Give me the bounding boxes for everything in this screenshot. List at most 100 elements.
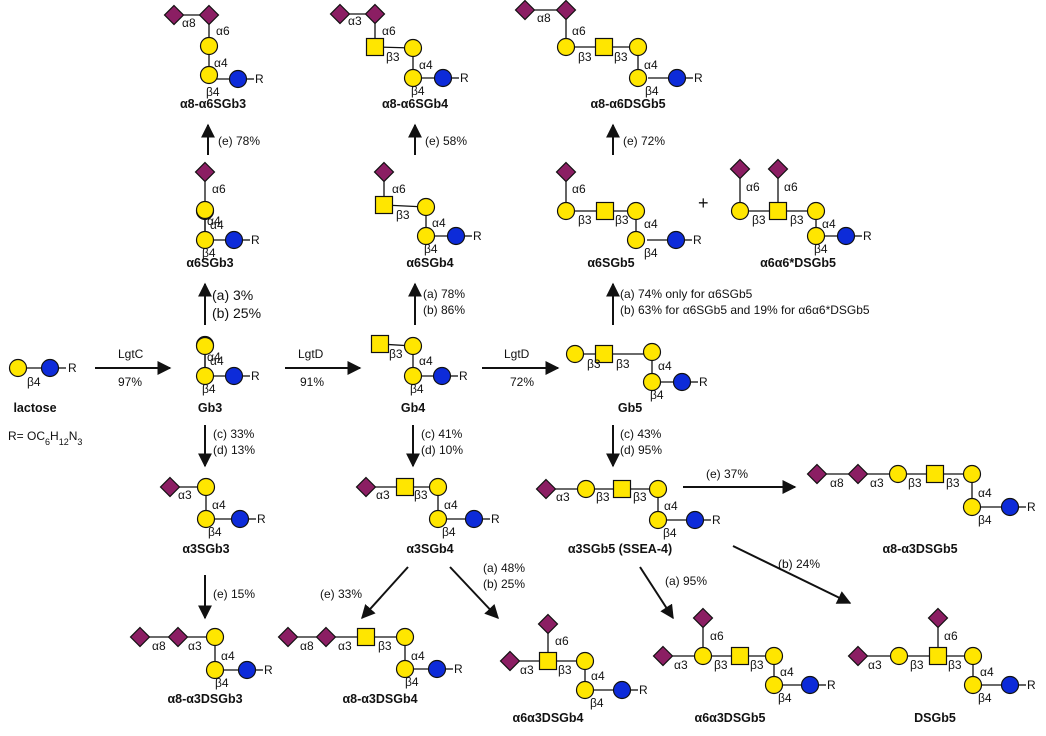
sialic-acid-icon [499,650,521,672]
linkage-label: α4 [432,216,446,230]
r-group-label: R [694,71,703,85]
linkage-label: α4 [658,359,672,373]
galactose-icon [806,201,826,221]
linkage-label: β3 [910,658,924,672]
linkage-label: α4 [591,669,605,683]
sialic-acid-icon [652,645,674,667]
linkage-label: α4 [210,218,224,232]
sialic-acid-icon [364,3,386,25]
sialic-acid-icon [355,476,377,498]
sialic-acid-icon [555,0,577,21]
linkage-label: β3 [596,490,610,504]
galactose-icon [403,366,423,386]
linkage-label: α3 [348,14,362,28]
compound-name-a8a6sgb4: α8-α6SGb4 [382,97,448,111]
sialic-acid-icon [847,645,869,667]
galactose-icon [963,646,983,666]
glucose-icon [228,69,248,89]
linkage-label: β3 [578,213,592,227]
sialic-acid-icon [767,158,789,180]
glucose-icon [612,680,632,700]
compound-name-a3sgb4: α3SGb4 [406,542,453,556]
linkage-label: α6 [382,24,396,38]
linkage-label: α4 [980,665,994,679]
step-condition-label: (c) 43% [620,427,662,441]
step-condition-label: (e) 58% [425,134,467,148]
galactose-icon [764,675,784,695]
step-condition-label: (e) 72% [623,134,665,148]
sialic-acid-icon [329,3,351,25]
linkage-label: α4 [221,649,235,663]
glucose-icon [433,68,453,88]
linkage-label: α4 [212,498,226,512]
glucose-icon [230,509,250,529]
compound-name-a6a3dsgb4: α6α3DSGb4 [513,711,584,725]
reaction-arrow [639,566,674,620]
linkage-label: β3 [946,476,960,490]
linkage-label: α8 [300,639,314,653]
glucose-icon [427,659,447,679]
step-condition-label: (e) 33% [320,587,362,601]
compound-name-gb3: Gb3 [198,401,222,415]
glucose-icon [800,675,820,695]
r-group-label: R [255,72,264,86]
galactose-icon [806,226,826,246]
glucose-icon [1000,675,1020,695]
compound-name-a6sgb4: α6SGb4 [406,256,453,270]
r-group-label: R [251,233,260,247]
glucose-icon [836,226,856,246]
sialic-acid-icon [514,0,536,21]
linkage-label: β3 [587,357,601,371]
compound-name-a8a3dsgb4: α8-α3DSGb4 [342,692,417,706]
step-condition-label: (e) 37% [706,467,748,481]
sialic-acid-icon [806,463,828,485]
r-group-label: R [257,512,266,526]
step-condition-label: (a) 78% [423,287,465,301]
linkage-label: α3 [556,490,570,504]
galactose-icon [642,342,662,362]
step-condition-label: (b) 24% [778,557,820,571]
linkage-label: β4 [202,246,216,260]
plus-sign: + [698,193,709,213]
r-group-label: R [264,663,273,677]
r-group-label: R [827,678,836,692]
linkage-label: β3 [633,490,647,504]
galnac-icon [356,627,376,647]
glucose-icon [40,358,60,378]
compound-name-a3sgb3: α3SGb3 [182,542,229,556]
glucose-icon [672,372,692,392]
linkage-label: α6 [944,629,958,643]
galactose-icon [195,230,215,250]
glucose-icon [224,230,244,250]
linkage-label: β3 [908,476,922,490]
glucose-icon [446,226,466,246]
linkage-label: β4 [208,525,222,539]
galactose-icon [403,336,423,356]
galactose-icon [428,477,448,497]
linkage-label: β4 [644,246,658,260]
glucose-icon [1000,497,1020,517]
linkage-label: β3 [578,50,592,64]
r-group-label: R [491,512,500,526]
linkage-label: α6 [216,24,230,38]
linkage-label: β4 [663,526,677,540]
sialic-acid-icon [692,607,714,629]
galactose-icon [764,646,784,666]
linkage-label: β4 [814,242,828,256]
linkage-label: α4 [978,486,992,500]
linkage-label: α4 [644,58,658,72]
step-enzyme-label: LgtD [298,347,324,361]
galnac-icon [594,37,614,57]
sialic-acid-icon [198,4,220,26]
galactose-icon [395,659,415,679]
step-condition-label: (a) 3% [212,287,253,303]
compound-name-a8a6sgb3: α8-α6SGb3 [180,97,246,111]
linkage-label: β4 [410,382,424,396]
step-condition-label: (b) 25% [483,577,525,591]
sialic-acid-icon [129,626,151,648]
galnac-icon [395,477,415,497]
linkage-label: α3 [376,488,390,502]
linkage-label: α6 [555,634,569,648]
linkage-label: β3 [714,658,728,672]
